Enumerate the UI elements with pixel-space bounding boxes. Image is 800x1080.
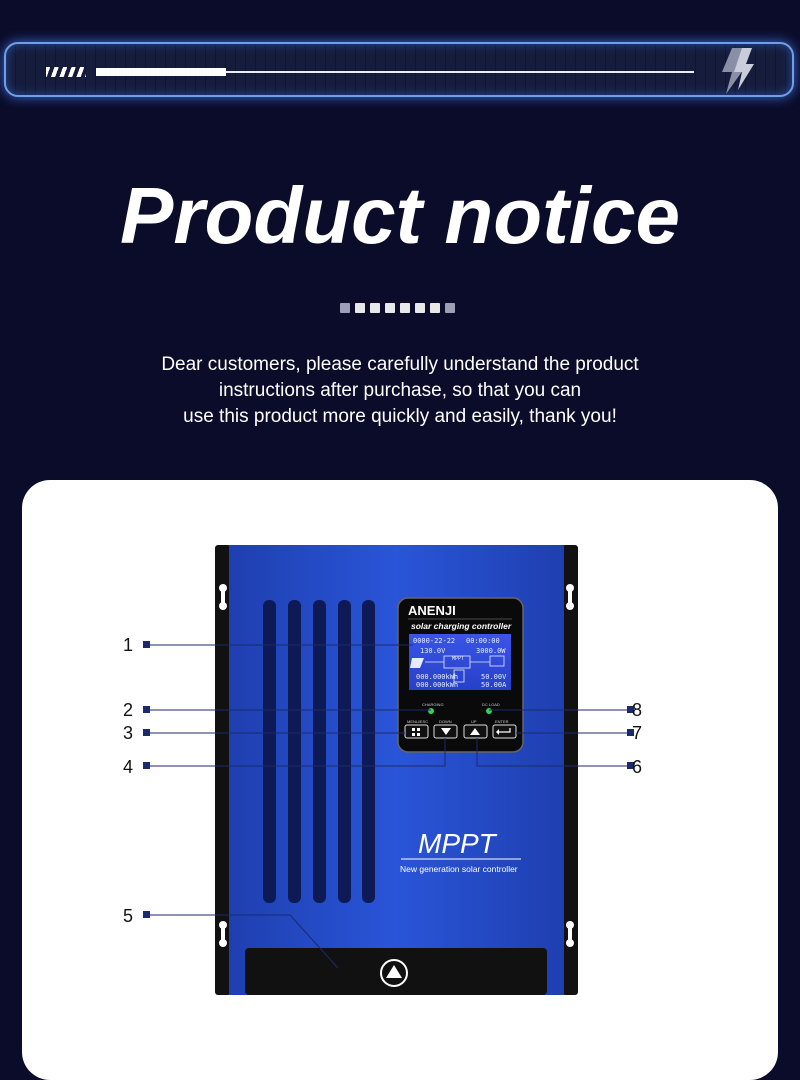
dc-load-label: DC LOAD — [482, 702, 500, 707]
svg-text:MENU/ESC: MENU/ESC — [407, 719, 428, 724]
svg-text:DOWN: DOWN — [439, 719, 452, 724]
svg-text:000.000kWh: 000.000kWh — [416, 681, 458, 689]
callout-3: 3 — [123, 723, 134, 743]
line-decoration — [226, 71, 694, 73]
callout-8: 8 — [632, 700, 643, 720]
top-decorative-bar — [4, 42, 794, 97]
svg-text:MPPT: MPPT — [452, 656, 464, 662]
svg-text:50.00A: 50.00A — [481, 681, 507, 689]
callout-6: 6 — [632, 757, 643, 777]
callout-5: 5 — [123, 906, 134, 926]
callout-1: 1 — [123, 635, 134, 655]
svg-text:0000-22-22: 0000-22-22 — [413, 637, 455, 645]
model-subtitle: New generation solar controller — [400, 864, 518, 874]
panel-subtitle: solar charging controller — [411, 621, 512, 631]
svg-text:000.000kWh: 000.000kWh — [416, 673, 458, 681]
page-title: Product notice — [119, 171, 681, 260]
intro-line: Dear customers, please carefully underst… — [161, 354, 639, 375]
lightning-icon — [722, 48, 754, 94]
charging-led — [428, 708, 434, 714]
down-button[interactable] — [433, 724, 458, 739]
dc-load-led — [486, 708, 492, 714]
svg-text:ENTER: ENTER — [495, 719, 509, 724]
dot-divider — [340, 303, 455, 313]
enter-button[interactable] — [492, 724, 517, 739]
svg-text:UP: UP — [471, 719, 477, 724]
up-button[interactable] — [463, 724, 488, 739]
device-diagram: ANENJI solar charging controller 0000-22… — [143, 545, 634, 995]
intro-line: use this product more quickly and easily… — [183, 406, 617, 427]
model-label: MPPT — [418, 828, 498, 859]
bar-decoration — [96, 68, 226, 76]
brand-logo: ANENJI — [408, 603, 456, 618]
svg-text:00:00:00: 00:00:00 — [466, 637, 500, 645]
stripe-decoration — [46, 67, 86, 77]
callout-2: 2 — [123, 700, 134, 720]
svg-text:130.0V: 130.0V — [420, 647, 446, 655]
svg-text:50.00V: 50.00V — [481, 673, 507, 681]
menu-button[interactable] — [404, 724, 429, 739]
left-flange — [215, 545, 231, 995]
callout-4: 4 — [123, 757, 134, 777]
right-flange — [562, 545, 578, 995]
intro-line: instructions after purchase, so that you… — [218, 380, 582, 401]
intro-text: Dear customers, please carefully underst… — [60, 352, 740, 430]
callout-7: 7 — [632, 723, 643, 743]
svg-text:3000.0W: 3000.0W — [476, 647, 506, 655]
charging-label: CHARGING — [422, 702, 444, 707]
